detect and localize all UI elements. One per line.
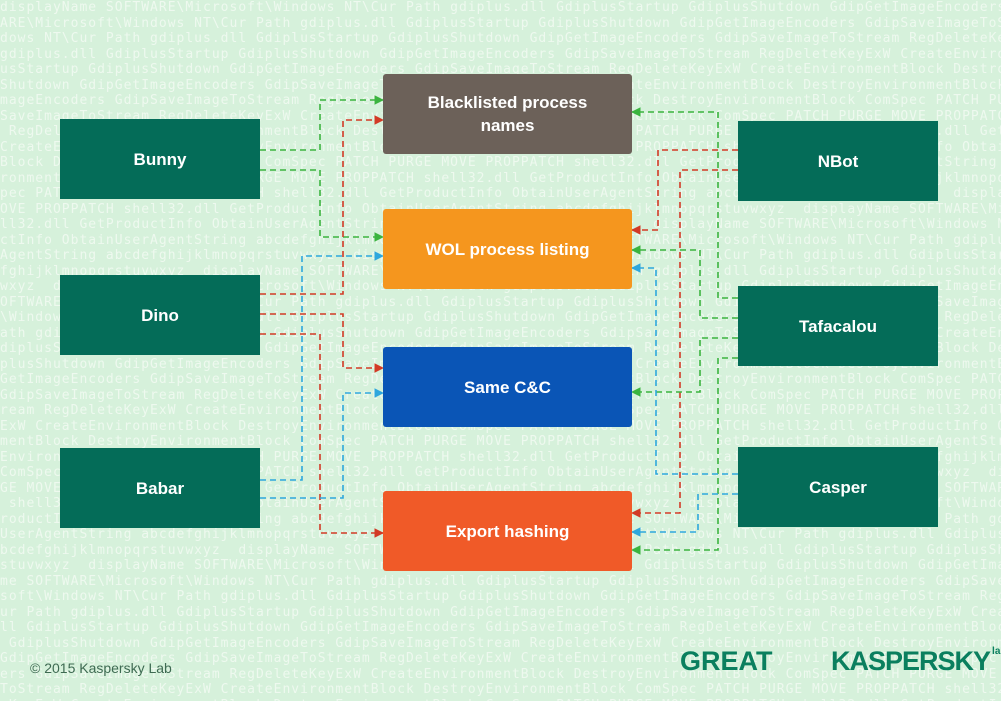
link-casper-wol xyxy=(631,263,738,475)
node-bunny-label: Bunny xyxy=(133,149,187,169)
node-dino-label: Dino xyxy=(141,305,179,325)
feature-same-cc: Same C&C xyxy=(383,347,632,427)
link-nbot-wol xyxy=(631,149,738,235)
great-logo: GREAT xyxy=(680,646,773,677)
link-tafacalou-samecc xyxy=(631,337,738,397)
great-logo-text: GREAT xyxy=(680,646,773,676)
link-dino-export xyxy=(260,333,384,538)
link-tafacalou-export xyxy=(631,357,738,555)
node-babar: Babar xyxy=(60,448,260,528)
link-casper-export xyxy=(631,493,738,537)
node-nbot: NBot xyxy=(738,121,938,201)
link-babar-samecc xyxy=(260,388,384,499)
node-nbot-label: NBot xyxy=(817,151,859,171)
feature-samecc-label: Same C&C xyxy=(464,377,551,397)
node-casper: Casper xyxy=(738,447,938,527)
link-tafacalou-blacklisted xyxy=(631,107,738,299)
feature-export-label: Export hashing xyxy=(445,521,570,541)
link-tafacalou-wol xyxy=(631,245,738,319)
feature-wol-process-listing: WOL process listing xyxy=(383,209,632,289)
node-babar-label: Babar xyxy=(135,478,185,498)
copyright-text: © 2015 Kaspersky Lab xyxy=(30,660,172,676)
kaspersky-logo-text: KASPERSKY xyxy=(831,646,991,676)
link-dino-blacklisted xyxy=(260,115,384,295)
feature-blacklisted-label: Blacklisted process names xyxy=(427,93,588,135)
node-tafacalou: Tafacalou xyxy=(738,286,938,366)
link-bunny-wol xyxy=(260,169,384,242)
kaspersky-logo: KASPERSKYlab xyxy=(831,646,1001,677)
link-dino-samecc xyxy=(260,313,384,373)
link-bunny-blacklisted xyxy=(260,95,384,151)
link-nbot-export xyxy=(631,169,738,518)
link-babar-wol xyxy=(260,251,384,481)
feature-wol-label: WOL process listing xyxy=(425,239,590,259)
node-tafacalou-label: Tafacalou xyxy=(798,316,878,336)
node-bunny: Bunny xyxy=(60,119,260,199)
feature-export-hashing: Export hashing xyxy=(383,491,632,571)
node-dino: Dino xyxy=(60,275,260,355)
kaspersky-lab-text: lab xyxy=(992,646,1001,657)
node-casper-label: Casper xyxy=(809,477,867,497)
feature-blacklisted-process-names: Blacklisted process names xyxy=(383,74,632,154)
